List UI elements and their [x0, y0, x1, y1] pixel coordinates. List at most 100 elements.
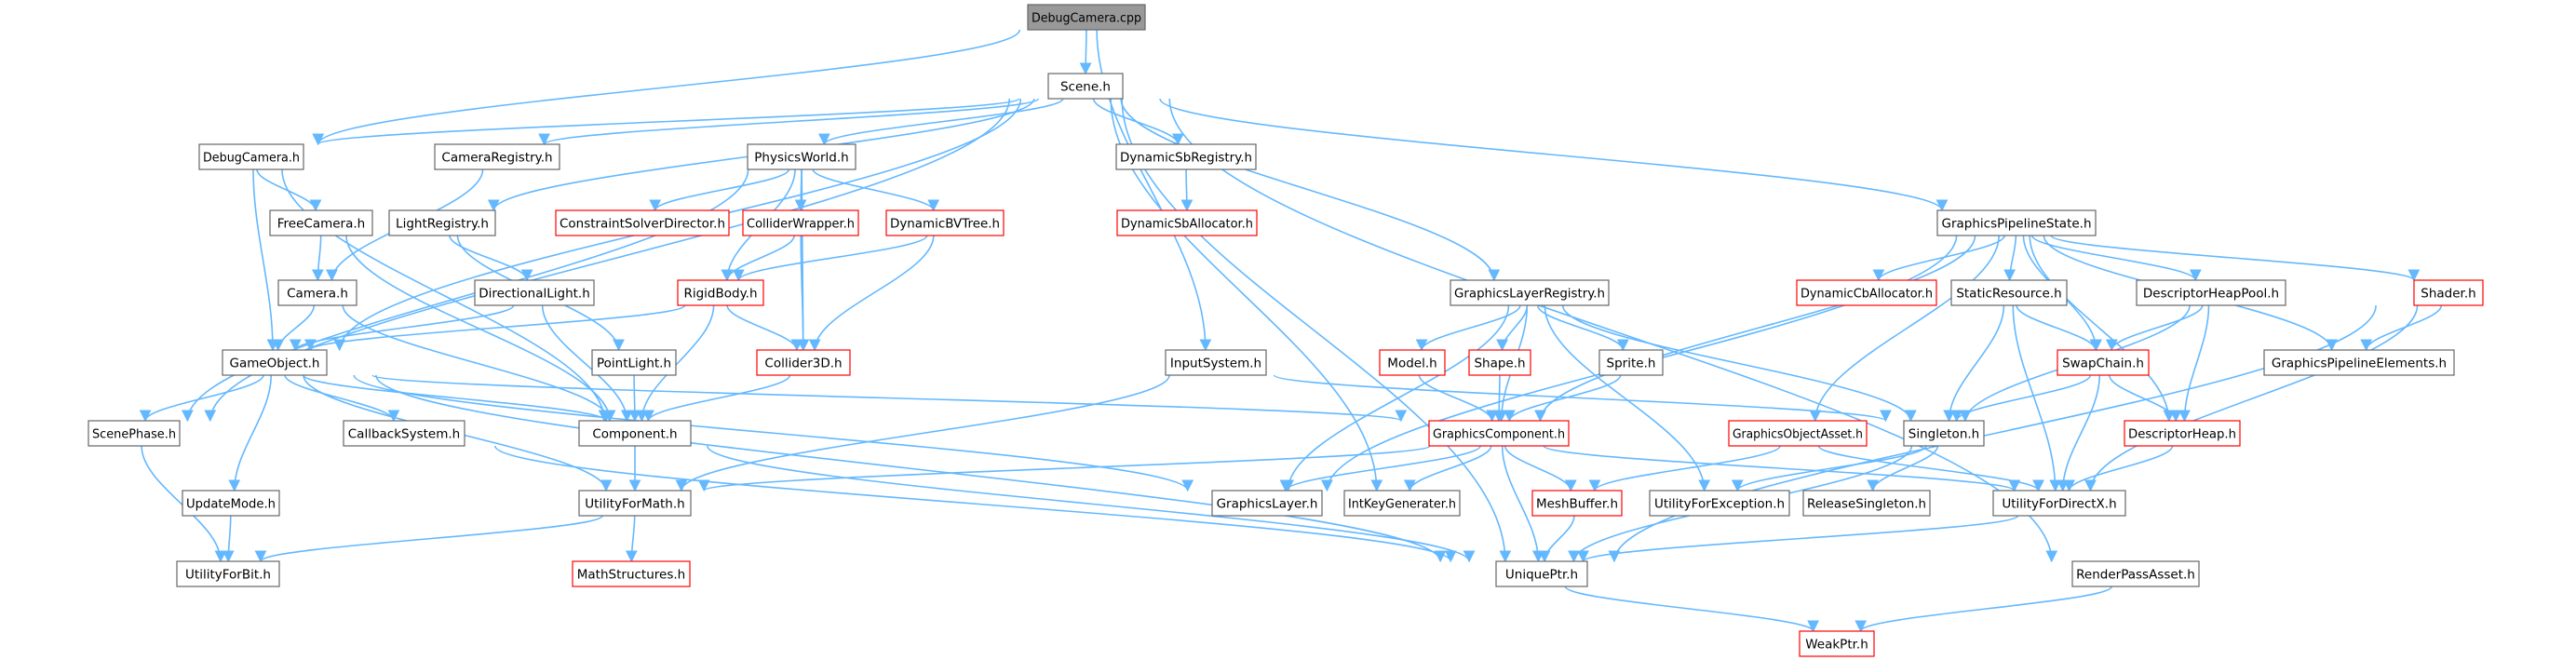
- node-utilityforbit-h[interactable]: UtilityForBit.h: [176, 560, 280, 587]
- node-shader-h[interactable]: Shader.h: [2413, 279, 2484, 306]
- node-uniqueptr-h[interactable]: UniquePtr.h: [1495, 560, 1588, 587]
- node-label: UniquePtr.h: [1505, 568, 1578, 583]
- node-utilityformath-h[interactable]: UtilityForMath.h: [578, 490, 692, 517]
- node-pointlight-h[interactable]: PointLight.h: [591, 349, 677, 376]
- edge-inputsystem_h-to-singleton_h: [1273, 374, 1892, 423]
- node-graphicspipelineelements-h[interactable]: GraphicsPipelineElements.h: [2263, 349, 2455, 376]
- edge-graphicslayerregistry_h-to-graphicslayer_h: [1282, 304, 1510, 492]
- node-box: [1598, 349, 1664, 376]
- node-label: RenderPassAsset.h: [2076, 568, 2195, 583]
- node-label: Collider3D.h: [764, 357, 842, 371]
- edge-graphicscomponent_h-to-utilityfordirectx_h: [1543, 445, 2020, 492]
- node-inputsystem-h[interactable]: InputSystem.h: [1165, 349, 1267, 376]
- node-scenephase-h[interactable]: ScenePhase.h: [88, 420, 181, 447]
- node-label: DebugCamera.cpp: [1032, 11, 1141, 26]
- node-label: Sprite.h: [1607, 357, 1656, 371]
- edge-scene_h-to-graphicspipelinestate_h: [1159, 98, 1949, 212]
- node-graphicsobjectasset-h[interactable]: GraphicsObjectAsset.h: [1728, 420, 1868, 447]
- edge-physicsworld_h-to-dynamicbvtree_h: [812, 168, 939, 212]
- node-physicsworld-h[interactable]: PhysicsWorld.h: [747, 143, 856, 170]
- edge-collider3d_h-to-component_h: [642, 374, 791, 423]
- node-renderpassasset-h[interactable]: RenderPassAsset.h: [2071, 560, 2200, 587]
- node-label: UpdateMode.h: [186, 497, 276, 512]
- edge-staticresource_h-to-utilityfordirectx_h: [2012, 304, 2062, 492]
- node-box: [1992, 490, 2126, 517]
- node-releasesingleton-h[interactable]: ReleaseSingleton.h: [1802, 490, 1931, 517]
- edge-sprite_h-to-graphicscomponent_h: [1504, 374, 1622, 423]
- node-cameraregistry-h[interactable]: CameraRegistry.h: [434, 143, 560, 170]
- node-dynamicbvtree-h[interactable]: DynamicBVTree.h: [885, 209, 1005, 236]
- node-gameobject-h[interactable]: GameObject.h: [222, 349, 328, 376]
- node-box: [2263, 349, 2455, 376]
- node-box: [1116, 209, 1258, 236]
- edge-updatemode_h-to-utilityforbit_h: [222, 515, 235, 563]
- node-weakptr-h[interactable]: WeakPtr.h: [1799, 630, 1875, 657]
- edge-gameobject_h-to-graphicscomponent_h: [371, 374, 1407, 423]
- node-debugcamera-h[interactable]: DebugCamera.h: [198, 143, 304, 170]
- node-staticresource-h[interactable]: StaticResource.h: [1950, 279, 2068, 306]
- edge-colliderwrapper_h-to-collider3d_h: [797, 235, 810, 352]
- node-colliderwrapper-h[interactable]: ColliderWrapper.h: [742, 209, 859, 236]
- edge-freecamera_h-to-component_h: [345, 235, 616, 423]
- node-graphicslayerregistry-h[interactable]: GraphicsLayerRegistry.h: [1450, 279, 1610, 306]
- node-camera-h[interactable]: Camera.h: [277, 279, 357, 306]
- edge-swapchain_h-to-utilityfordirectx_h: [2057, 374, 2101, 492]
- node-freecamera-h[interactable]: FreeCamera.h: [269, 209, 373, 236]
- node-utilityforexception-h[interactable]: UtilityForException.h: [1649, 490, 1790, 517]
- node-box: [176, 560, 280, 587]
- edge-graphicspipelinestate_h-to-staticresource_h: [2003, 235, 2017, 282]
- node-sprite-h[interactable]: Sprite.h: [1598, 349, 1664, 376]
- edge-descriptorheappool_h-to-swapchain_h: [2105, 304, 2204, 352]
- node-label: LightRegistry.h: [396, 217, 489, 232]
- node-label: WeakPtr.h: [1805, 638, 1868, 653]
- node-label: DescriptorHeapPool.h: [2143, 287, 2279, 302]
- node-collider3d-h[interactable]: Collider3D.h: [756, 349, 851, 376]
- node-label: ColliderWrapper.h: [747, 217, 855, 232]
- node-box: [1047, 73, 1124, 100]
- node-box: [747, 143, 856, 170]
- node-label: PointLight.h: [597, 357, 671, 371]
- edge-graphicspipelinestate_h-to-graphicsobjectasset_h: [1809, 235, 2000, 423]
- node-label: DynamicSbAllocator.h: [1121, 217, 1253, 232]
- node-label: ScenePhase.h: [92, 427, 176, 442]
- node-box: [1903, 420, 1985, 447]
- node-constraintsolverdirector-h[interactable]: ConstraintSolverDirector.h: [555, 209, 730, 236]
- node-dynamicsbregistry-h[interactable]: DynamicSbRegistry.h: [1115, 143, 1257, 170]
- edge-graphicspipelinestate_h-to-graphicscomponent_h: [1534, 235, 1976, 423]
- edge-utilityfordirectx_h-to-uniqueptr_h: [1577, 515, 2019, 563]
- node-label: DynamicBVTree.h: [890, 217, 1000, 232]
- node-graphicspipelinestate-h[interactable]: GraphicsPipelineState.h: [1936, 209, 2097, 236]
- node-updatemode-h[interactable]: UpdateMode.h: [182, 490, 280, 517]
- edge-graphicslayerregistry_h-to-sprite_h: [1536, 304, 1629, 352]
- node-singleton-h[interactable]: Singleton.h: [1903, 420, 1985, 447]
- node-directionallight-h[interactable]: DirectionalLight.h: [474, 279, 595, 306]
- node-mathstructures-h[interactable]: MathStructures.h: [572, 560, 691, 587]
- node-descriptorheappool-h[interactable]: DescriptorHeapPool.h: [2136, 279, 2286, 306]
- node-label: GraphicsLayer.h: [1217, 497, 1318, 512]
- node-shape-h[interactable]: Shape.h: [1468, 349, 1531, 376]
- node-component-h[interactable]: Component.h: [578, 420, 692, 447]
- edge-gameobject_h-to-graphicslayer_h: [353, 374, 1194, 492]
- node-rigidbody-h[interactable]: RigidBody.h: [677, 279, 764, 306]
- node-model-h[interactable]: Model.h: [1379, 349, 1446, 376]
- node-graphicslayer-h[interactable]: GraphicsLayer.h: [1211, 490, 1323, 517]
- node-lightregistry-h[interactable]: LightRegistry.h: [388, 209, 496, 236]
- node-meshbuffer-h[interactable]: MeshBuffer.h: [1531, 490, 1623, 517]
- node-intkeygenerater-h[interactable]: IntKeyGenerater.h: [1343, 490, 1461, 517]
- node-utilityfordirectx-h[interactable]: UtilityForDirectX.h: [1992, 490, 2126, 517]
- node-box: [269, 209, 373, 236]
- edge-meshbuffer_h-to-uniqueptr_h: [1538, 515, 1575, 563]
- node-graphicscomponent-h[interactable]: GraphicsComponent.h: [1428, 420, 1570, 447]
- node-descriptorheap-h[interactable]: DescriptorHeap.h: [2124, 420, 2241, 447]
- node-box: [2413, 279, 2484, 306]
- node-dynamiccballocator-h[interactable]: DynamicCbAllocator.h: [1796, 279, 1937, 306]
- node-debugcamera-cpp: DebugCamera.cpp: [1027, 4, 1146, 31]
- node-scene-h[interactable]: Scene.h: [1047, 73, 1124, 100]
- node-box: [1165, 349, 1267, 376]
- node-dynamicsballocator-h[interactable]: DynamicSbAllocator.h: [1116, 209, 1258, 236]
- edge-gameobject_h-to-uniqueptr_h: [375, 374, 1447, 563]
- node-swapchain-h[interactable]: SwapChain.h: [2057, 349, 2150, 376]
- node-callbacksystem-h[interactable]: CallbackSystem.h: [343, 420, 465, 447]
- node-label: Component.h: [592, 427, 677, 442]
- node-box: [198, 143, 304, 170]
